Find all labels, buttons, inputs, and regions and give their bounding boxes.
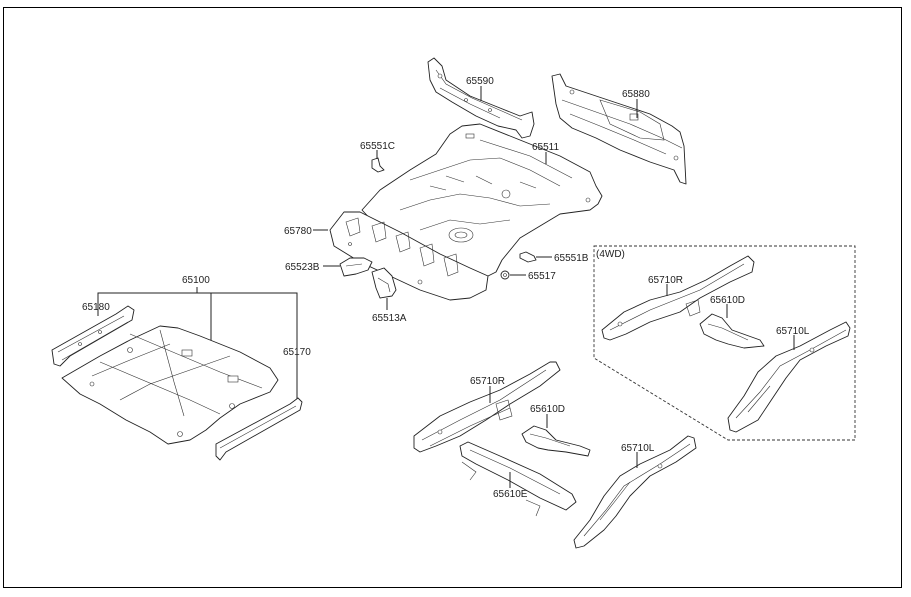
part-65170[interactable]	[215, 397, 303, 461]
label-4wd-65710R[interactable]: 65710R	[648, 275, 683, 286]
part-65180[interactable]	[51, 305, 135, 367]
part-4wd-65710R[interactable]	[601, 255, 755, 341]
label-65710L[interactable]: 65710L	[621, 443, 655, 454]
label-65511[interactable]: 65511	[532, 142, 560, 153]
part-65610E[interactable]	[459, 441, 577, 517]
label-4wd-65710L[interactable]: 65710L	[776, 326, 810, 337]
label-4wd: (4WD)	[596, 249, 625, 260]
part-65710R[interactable]	[413, 361, 561, 453]
diagram-frame	[3, 7, 902, 588]
label-65780[interactable]: 65780	[284, 226, 312, 237]
label-65523B[interactable]: 65523B	[285, 262, 320, 273]
part-65523B[interactable]	[339, 257, 373, 277]
part-4wd-65610D[interactable]	[699, 313, 765, 349]
part-65551B[interactable]	[519, 251, 537, 263]
label-65880[interactable]: 65880	[622, 89, 650, 100]
label-65517[interactable]: 65517	[528, 271, 556, 282]
part-65880[interactable]	[551, 73, 687, 185]
label-65590[interactable]: 65590	[466, 76, 494, 87]
label-65100[interactable]: 65100	[182, 275, 210, 286]
label-4wd-65610D[interactable]: 65610D	[710, 295, 745, 306]
part-65610D[interactable]	[521, 425, 591, 457]
label-65180[interactable]: 65180	[82, 302, 110, 313]
part-65551C[interactable]	[371, 157, 385, 173]
label-65710R[interactable]: 65710R	[470, 376, 505, 387]
part-65100-floor[interactable]	[61, 325, 279, 445]
part-65590[interactable]	[427, 57, 535, 139]
group-4wd-boundary	[593, 245, 856, 441]
label-65551C[interactable]: 65551C	[360, 141, 395, 152]
part-65513A[interactable]	[371, 267, 397, 299]
part-65710L[interactable]	[573, 435, 697, 549]
part-65517[interactable]	[500, 270, 510, 280]
label-65610D[interactable]: 65610D	[530, 404, 565, 415]
label-65610E[interactable]: 65610E	[493, 489, 528, 500]
label-65551B[interactable]: 65551B	[554, 253, 589, 264]
label-65170[interactable]: 65170	[283, 347, 311, 358]
part-4wd-65710L[interactable]	[727, 321, 851, 433]
label-65513A[interactable]: 65513A	[372, 313, 407, 324]
